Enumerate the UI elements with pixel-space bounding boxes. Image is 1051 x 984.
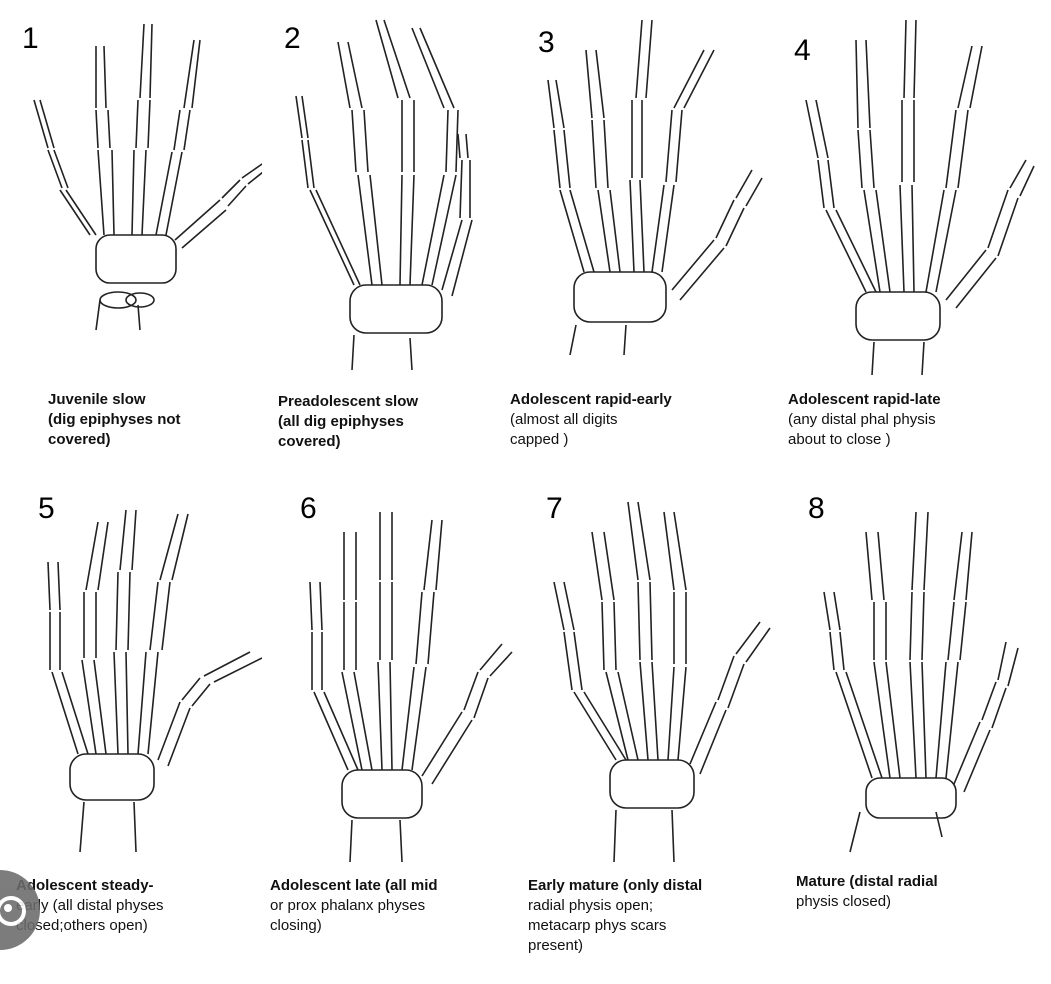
caption-line-3: covered) — [48, 431, 111, 448]
caption-line-2: (dig epiphyses not — [48, 411, 181, 428]
panel-3: 3 Adolescent rapid-early (almost all dig… — [510, 0, 786, 492]
stage-caption: Early mature (only distal radial physis … — [528, 876, 768, 956]
panel-7: 7 Early mature (only distal radial physi… — [524, 492, 786, 984]
hand-skeleton-illustration — [47, 509, 262, 853]
lens-ring-icon — [0, 896, 26, 926]
hand-skeleton-illustration — [309, 512, 513, 863]
stage-number: 2 — [284, 22, 301, 55]
caption-line-3: metacarp phys scars — [528, 917, 667, 934]
caption-line-2: (almost all digits — [510, 411, 618, 428]
caption-line-3: closing) — [270, 917, 322, 934]
stage-caption: Adolescent steady- early (all distal phy… — [16, 876, 256, 936]
hand-skeleton-illustration — [295, 19, 473, 371]
panel-5: 5 Adolescent steady- early (all distal p… — [0, 492, 262, 984]
caption-line-3: capped ) — [510, 431, 569, 448]
caption-line-2: or prox phalanx physes — [270, 897, 426, 914]
caption-line-1: Juvenile slow — [48, 391, 146, 408]
stage-number: 4 — [794, 34, 811, 67]
caption-line-2: early (all distal physes — [16, 897, 164, 914]
caption-line-2: physis closed) — [796, 893, 892, 910]
stage-number: 8 — [808, 492, 825, 525]
caption-line-4: present) — [528, 937, 584, 954]
stage-number: 7 — [546, 492, 563, 525]
hand-skeleton-illustration — [547, 19, 763, 356]
stage-number: 3 — [538, 26, 555, 59]
caption-line-1: Mature (distal radial — [796, 873, 938, 890]
caption-line-1: Early mature (only distal — [528, 877, 703, 894]
stage-caption: Adolescent late (all mid or prox phalanx… — [270, 876, 510, 936]
stage-caption: Preadolescent slow (all dig epiphyses co… — [278, 392, 518, 452]
stage-caption: Juvenile slow (dig epiphyses not covered… — [48, 390, 288, 450]
caption-line-1: Adolescent rapid-early — [510, 391, 672, 408]
hand-skeleton-illustration — [553, 501, 771, 863]
caption-line-2: (all dig epiphyses — [278, 413, 404, 430]
stage-caption: Adolescent rapid-early (almost all digit… — [510, 390, 750, 450]
stage-caption: Adolescent rapid-late (any distal phal p… — [788, 390, 1028, 450]
panel-2: 2 Preadolescent slow (all dig epiphyses … — [262, 0, 524, 492]
lens-dot-icon — [4, 904, 12, 912]
caption-line-3: closed;others open) — [16, 917, 148, 934]
stage-number: 6 — [300, 492, 317, 525]
caption-line-2: (any distal phal physis — [788, 411, 936, 428]
caption-line-3: about to close ) — [788, 431, 891, 448]
panel-6: 6 Adolescent late (all mid or prox phala… — [262, 492, 524, 984]
panel-4: 4 Adolescent rapid-late (any distal phal… — [786, 0, 1048, 492]
stage-number: 1 — [22, 22, 39, 55]
caption-line-3: covered) — [278, 433, 341, 450]
hand-skeleton-illustration — [823, 511, 1019, 853]
caption-line-1: Preadolescent slow — [278, 393, 419, 410]
hand-skeleton-illustration — [33, 23, 262, 331]
stage-caption: Mature (distal radial physis closed) — [796, 872, 1036, 912]
caption-line-1: Adolescent steady- — [16, 877, 154, 894]
panel-1: 1 Juvenile slow (dig epiphyses not cover… — [0, 0, 262, 492]
caption-line-2: radial physis open; — [528, 897, 654, 914]
panel-8: 8 Mature (distal radial physis closed) — [786, 492, 1048, 984]
caption-line-1: Adolescent late (all mid — [270, 877, 438, 894]
stage-number: 5 — [38, 492, 55, 525]
caption-line-1: Adolescent rapid-late — [788, 391, 941, 408]
hand-skeleton-illustration — [805, 19, 1035, 376]
